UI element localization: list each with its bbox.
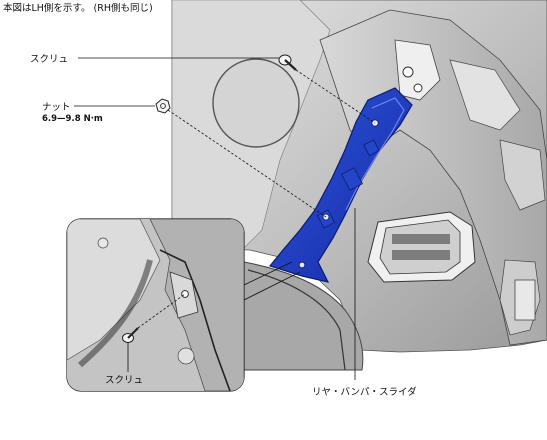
caption-note: 本図はLH側を示す。 (RH側も同じ) <box>3 2 153 14</box>
fuel-lid <box>212 58 300 148</box>
part-label: リヤ・バンパ・スライダ <box>312 386 417 398</box>
lower-screw-hole <box>298 261 306 269</box>
nut-icon <box>155 98 171 114</box>
nut-label: ナット <box>42 102 71 113</box>
inset-screw-label: スクリュ <box>105 375 143 386</box>
torque-value: 6.9—9.8 N·m <box>42 114 103 124</box>
screw-label: スクリュ <box>30 54 68 65</box>
rear-bumper-slider <box>268 87 413 283</box>
detail-inset <box>66 218 245 392</box>
leader-lines <box>74 57 376 380</box>
screw-icon <box>278 54 297 71</box>
